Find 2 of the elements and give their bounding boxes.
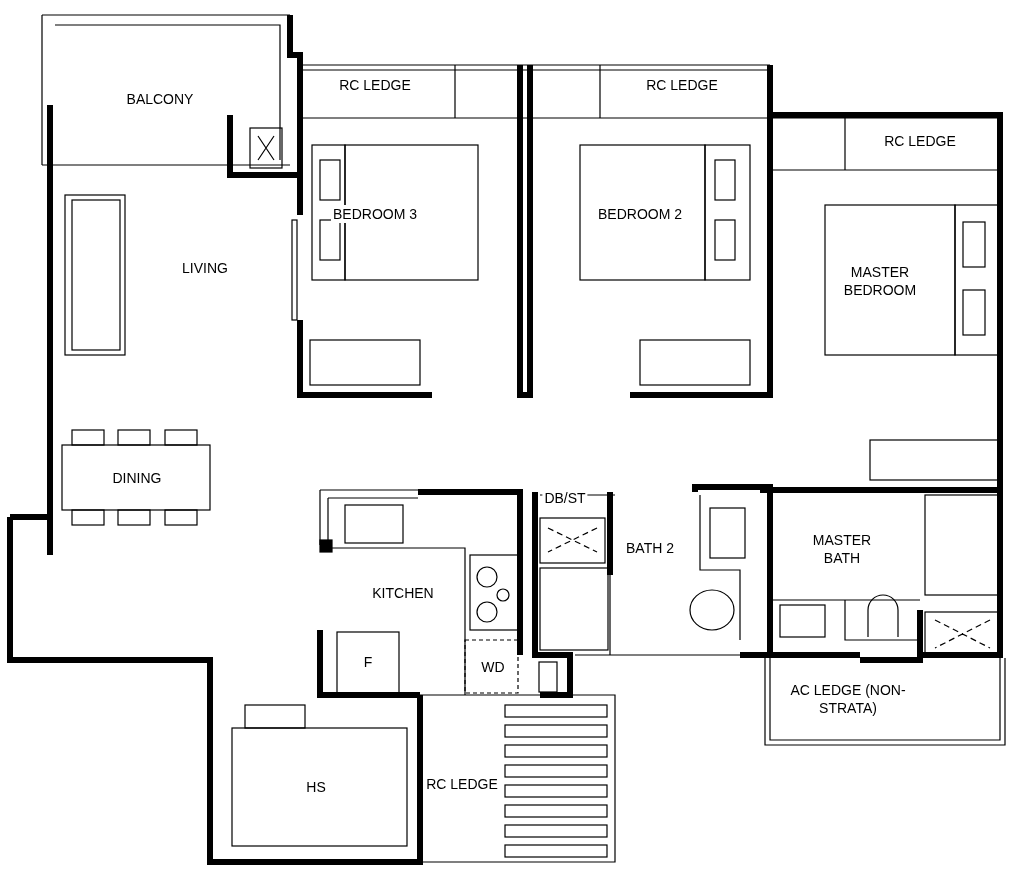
room-label: AC LEDGE (NON-STRATA) [788,681,908,717]
room-label: BEDROOM 3 [331,205,419,223]
